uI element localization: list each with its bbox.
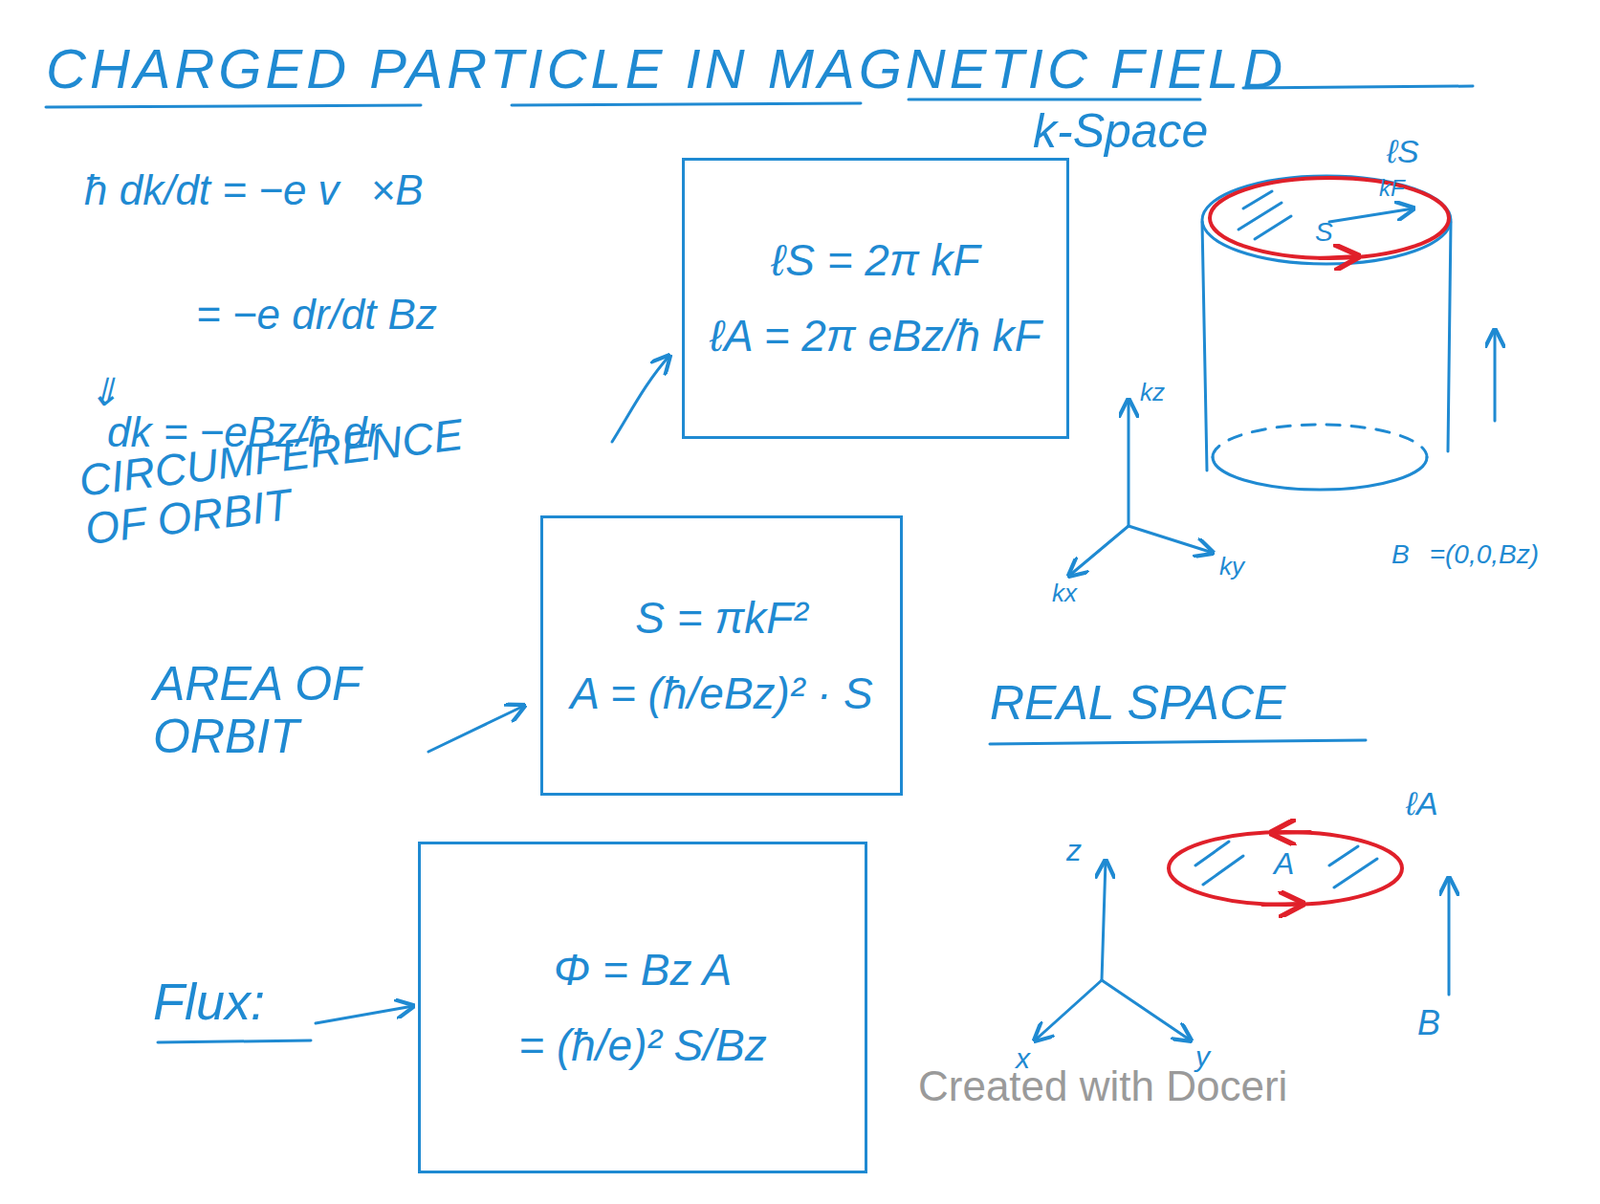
equation: = −e dr/dt Bz [196, 291, 438, 338]
field-arrow [1493, 329, 1497, 421]
pointer-arrow [315, 1006, 414, 1024]
area-label: S [1315, 218, 1334, 248]
k-orbit [1209, 177, 1449, 259]
orbit-direction [1319, 256, 1359, 259]
axis-label: z [1066, 833, 1082, 868]
orbit-label: ℓA [1405, 786, 1439, 822]
equation: Φ = Bz A [553, 945, 732, 995]
orbit-label: ℓS [1386, 133, 1420, 170]
watermark: Created with Doceri [918, 1063, 1288, 1110]
axis [1127, 399, 1131, 527]
equation-box: Φ = Bz A = (ħ/e)² S/Bz [417, 841, 868, 1174]
heading: k-Space [1032, 105, 1208, 158]
axis [1034, 980, 1102, 1041]
area-label: A [1273, 847, 1294, 881]
flux-underline [157, 1040, 311, 1043]
equation: ℓS = 2π kF [770, 236, 980, 285]
field-arrow [1447, 877, 1451, 995]
equation: ℓA = 2π eBz/ħ kF [709, 311, 1042, 361]
annotation: Flux: [153, 973, 265, 1031]
axis-label: ky [1219, 552, 1245, 581]
axis [1101, 980, 1191, 1041]
hatching [1195, 841, 1378, 888]
cylinder-bottom-hidden [1212, 424, 1427, 458]
radius-label: kF [1379, 175, 1405, 201]
field-vector: B⃗=(0,0,Bz) [1391, 540, 1539, 570]
real-space-underline [989, 740, 1366, 745]
axis-label: kx [1052, 579, 1077, 608]
cylinder-side [1202, 221, 1451, 471]
field-label: B [1417, 1004, 1441, 1043]
implies-arrow: ⇓ [87, 371, 121, 414]
equation: S = πkF² [635, 593, 808, 643]
equation-box: ℓS = 2π kF ℓA = 2π eBz/ħ kF [681, 157, 1070, 439]
equation: ħ dk/dt = −e v⃗×B⃗ [84, 167, 456, 214]
cylinder-bottom [1212, 457, 1427, 490]
axis [1101, 860, 1106, 981]
axis-label: kz [1139, 378, 1165, 407]
orbit-direction [1271, 832, 1311, 833]
equation: A = (ħ/eBz)² · S [569, 669, 874, 719]
title: CHARGED PARTICLE IN MAGNETIC FIELD [45, 38, 1287, 100]
pointer-arrow [612, 355, 670, 442]
real-orbit [1168, 832, 1403, 905]
annotation: AREA OF ORBIT [153, 657, 393, 764]
heading: REAL SPACE [989, 677, 1286, 730]
radius-arrow [1329, 208, 1414, 222]
cylinder-top [1202, 175, 1451, 264]
equation-box: S = πkF² A = (ħ/eBz)² · S [540, 515, 903, 796]
orbit-direction [1262, 903, 1303, 905]
hatching [1238, 191, 1292, 240]
axis [1128, 526, 1213, 553]
axis [1069, 526, 1129, 576]
pointer-arrow [428, 705, 525, 752]
equation: = (ħ/e)² S/Bz [518, 1021, 767, 1071]
